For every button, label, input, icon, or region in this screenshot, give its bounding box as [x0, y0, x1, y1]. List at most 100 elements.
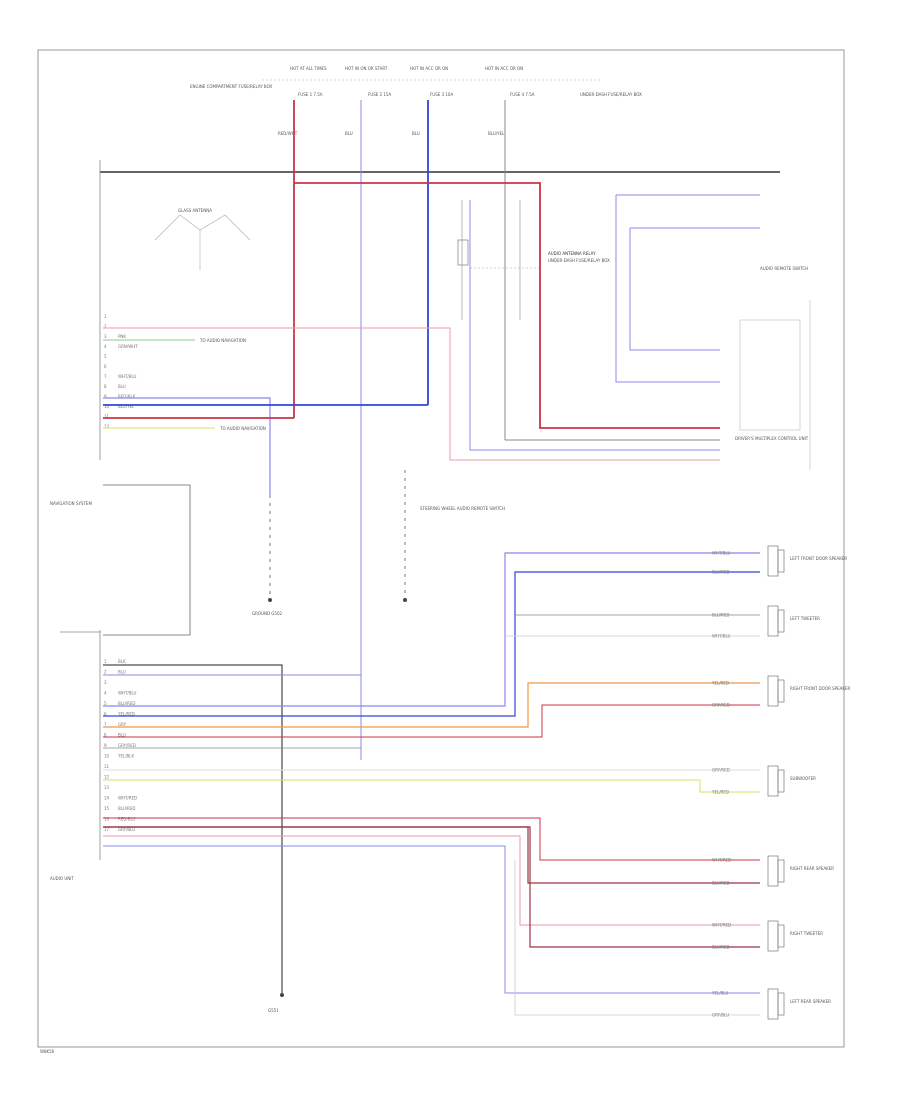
fuse-label-2: HOT IN ON OR START	[345, 66, 388, 71]
glass-antenna-label: GLASS ANTENNA	[178, 208, 212, 213]
speaker-icon	[777, 609, 785, 633]
lower-pin-number: 1	[104, 659, 107, 664]
left-pin-wire: BLU	[118, 384, 126, 389]
right-top-unit-label: AUDIO REMOTE SWITCH	[760, 266, 808, 271]
speaker-wire-label: BLU/RED	[712, 613, 729, 618]
lower-pin-number: 15	[104, 806, 110, 811]
speaker-wire-label: YEL/RED	[711, 790, 729, 795]
left-pin-number: 8	[104, 384, 107, 389]
left-pin-number: 7	[104, 374, 107, 379]
lower-pin-number: 14	[104, 796, 110, 801]
lower-pin-number: 3	[104, 680, 107, 685]
lower-pin-number: 4	[104, 691, 107, 696]
lower-pin-wire: RED/BLU	[118, 817, 136, 822]
lower-pin-number: 10	[104, 754, 110, 759]
glass-antenna: GLASS ANTENNA	[154, 208, 251, 270]
speaker-icon	[777, 549, 785, 573]
speaker-icon	[777, 679, 785, 703]
wire-blue-to-switch	[103, 397, 271, 495]
speaker-icon	[777, 992, 785, 1016]
speaker-connector	[767, 675, 779, 707]
speaker-name: LEFT FRONT DOOR SPEAKER	[790, 556, 847, 561]
wire-label-top-2: BLU	[345, 131, 353, 136]
wire-blk-ground	[103, 664, 283, 995]
left-pin-number: 2	[104, 324, 107, 329]
speaker-connector	[767, 988, 779, 1020]
speaker-connector	[767, 855, 779, 887]
lower-pin-wire: YEL/BLK	[117, 754, 135, 759]
left-pin-wire: RED/BLK	[118, 394, 136, 399]
wire-sub-neg	[103, 779, 760, 793]
wire-blue-relay	[469, 200, 720, 451]
wire-rf-pos	[103, 682, 760, 728]
lower-pin-wire: BLU/RED	[118, 701, 135, 706]
left-pin-wire: GRN/WHT	[118, 344, 138, 349]
speaker-connector	[767, 920, 779, 952]
speaker: RIGHT REAR SPEAKER	[767, 855, 834, 887]
wire-lr-pos	[103, 845, 760, 994]
fuse-3: FUSE 3 10A	[430, 92, 453, 97]
lower-pin-wire: BLU	[118, 733, 126, 738]
diagram-border	[37, 49, 845, 1048]
lower-pin-number: 5	[104, 701, 107, 706]
fuse-1: FUSE 1 7.5A	[298, 92, 323, 97]
speaker-group: LEFT FRONT DOOR SPEAKER LEFT TWEETER RIGHT…	[767, 545, 851, 1020]
left-pin-number: 1	[104, 314, 107, 319]
speaker-wire-label: WHT/BLU	[712, 634, 731, 639]
speaker-connector	[767, 765, 779, 797]
top-fuse-area: HOT AT ALL TIMES HOT IN ON OR START HOT …	[190, 66, 642, 136]
bottom-ground: G551	[268, 993, 284, 1013]
wire-lf-neg	[103, 571, 760, 717]
speaker-wire-label: GRY/RED	[712, 703, 730, 708]
wire-rf-neg	[103, 704, 760, 738]
fuse-4: FUSE 4 7.5A	[510, 92, 535, 97]
wire-label-top-3: BLU	[412, 131, 420, 136]
lower-pin-number: 8	[104, 733, 107, 738]
left-annotation-1: TO AUDIO NAVIGATION	[199, 338, 246, 343]
left-pin-number: 9	[104, 394, 107, 399]
lower-pin-number: 11	[104, 764, 110, 769]
speaker-wire-label: WHT/RED	[712, 858, 731, 863]
fusebox-label: ENGINE COMPARTMENT FUSE/RELAY BOX	[190, 84, 272, 89]
left-pin-wire: PNK	[118, 334, 126, 339]
lower-pin-number: 6	[104, 712, 107, 717]
wire-rr-pos	[103, 817, 760, 861]
speaker-wire-label: BLU/RED	[712, 945, 729, 950]
left-pin-number: 11	[104, 414, 110, 419]
relay-title: AUDIO ANTENNA RELAY	[548, 251, 596, 256]
lower-pin-wire: WHT/RED	[118, 796, 137, 801]
speaker: RIGHT TWEETER	[767, 920, 823, 952]
speaker: LEFT TWEETER	[767, 605, 820, 637]
steering-switch-label: STEERING WHEEL AUDIO REMOTE SWITCH	[420, 506, 505, 511]
wire-rr-neg	[103, 826, 760, 884]
lower-pin-number: 9	[104, 743, 107, 748]
left-pin-number: 10	[104, 404, 110, 409]
speaker-connector	[767, 545, 779, 577]
bottom-ground-label: G551	[268, 1008, 279, 1013]
speaker-wire-label: WHT/BLU	[712, 551, 731, 556]
audio-antenna-relay: AUDIO ANTENNA RELAY UNDER-DASH FUSE/RELA…	[457, 200, 610, 320]
speaker-name: SUBWOOFER	[790, 776, 816, 781]
speaker-name: RIGHT TWEETER	[790, 931, 823, 936]
left-pin-wire: WHT/BLU	[118, 374, 137, 379]
left-pin-number: 4	[104, 344, 107, 349]
speaker-icon	[777, 859, 785, 883]
lower-pin-number: 12	[104, 775, 110, 780]
lower-pin-wire: GRY/RED	[118, 743, 136, 748]
lower-pin-number: 7	[104, 722, 107, 727]
lower-pin-wire: YEL/RED	[117, 712, 135, 717]
center-ground: GROUND G502	[252, 495, 282, 616]
speaker-wire-label: YEL/RED	[711, 681, 729, 686]
left-pin-number: 6	[104, 364, 107, 369]
right-connector-label: DRIVER'S MULTIPLEX CONTROL UNIT	[735, 436, 809, 441]
navigation-unit: NAVIGATION SYSTEM	[50, 484, 191, 636]
left-annotation-2: TO AUDIO NAVIGATION	[219, 426, 266, 431]
lower-pin-wire: BLU/RED	[118, 806, 135, 811]
speaker-icon	[777, 924, 785, 948]
wire-lr-neg	[514, 860, 760, 1016]
fuse-2: FUSE 2 15A	[368, 92, 391, 97]
